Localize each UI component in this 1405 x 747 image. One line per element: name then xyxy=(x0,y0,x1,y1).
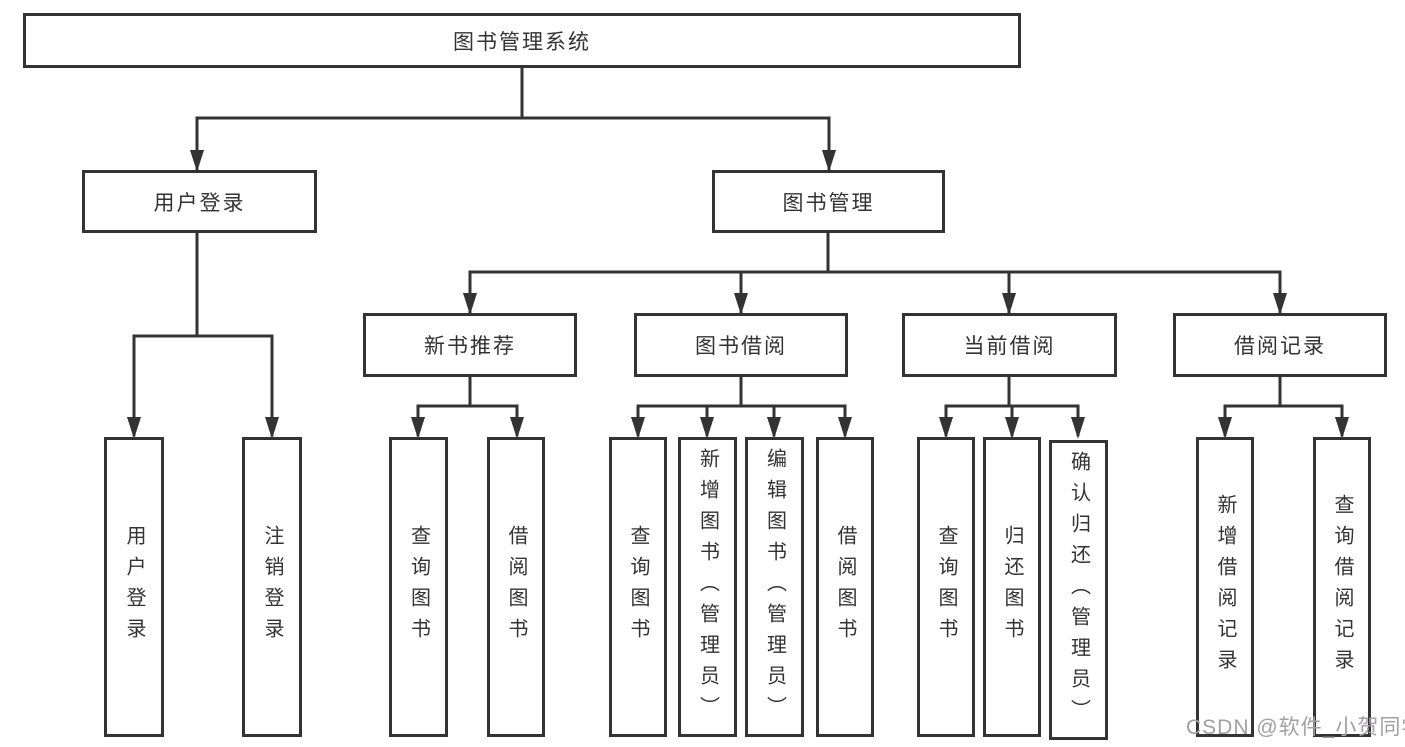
leaf-edit-books-admin: 编辑图书（管理员） xyxy=(745,437,804,737)
leaf-query-books-2: 查询图书 xyxy=(609,437,667,737)
leaf-add-borrow-record: 新增借阅记录 xyxy=(1196,437,1254,737)
leaf-confirm-return-admin: 确认归还（管理员） xyxy=(1049,440,1108,740)
leaf-logout: 注销登录 xyxy=(242,437,302,737)
node-book-borrow: 图书借阅 xyxy=(634,313,848,377)
node-user-login: 用户登录 xyxy=(82,170,317,233)
node-borrow-records: 借阅记录 xyxy=(1173,313,1387,377)
leaf-return-books: 归还图书 xyxy=(983,437,1041,737)
leaf-borrow-books-2: 借阅图书 xyxy=(816,437,874,737)
node-new-book-recommend: 新书推荐 xyxy=(363,313,577,377)
leaf-user-login: 用户登录 xyxy=(104,437,164,737)
leaf-query-borrow-record: 查询借阅记录 xyxy=(1313,437,1371,737)
watermark: CSDN @软件_小贺同学 xyxy=(1186,716,1405,739)
node-root: 图书管理系统 xyxy=(23,13,1021,68)
leaf-add-books-admin: 新增图书（管理员） xyxy=(678,437,737,737)
node-current-borrow: 当前借阅 xyxy=(902,313,1117,377)
node-book-management: 图书管理 xyxy=(712,170,945,233)
leaf-borrow-books-1: 借阅图书 xyxy=(487,437,545,737)
leaf-query-books-1: 查询图书 xyxy=(389,437,448,737)
leaf-query-books-3: 查询图书 xyxy=(917,437,975,737)
